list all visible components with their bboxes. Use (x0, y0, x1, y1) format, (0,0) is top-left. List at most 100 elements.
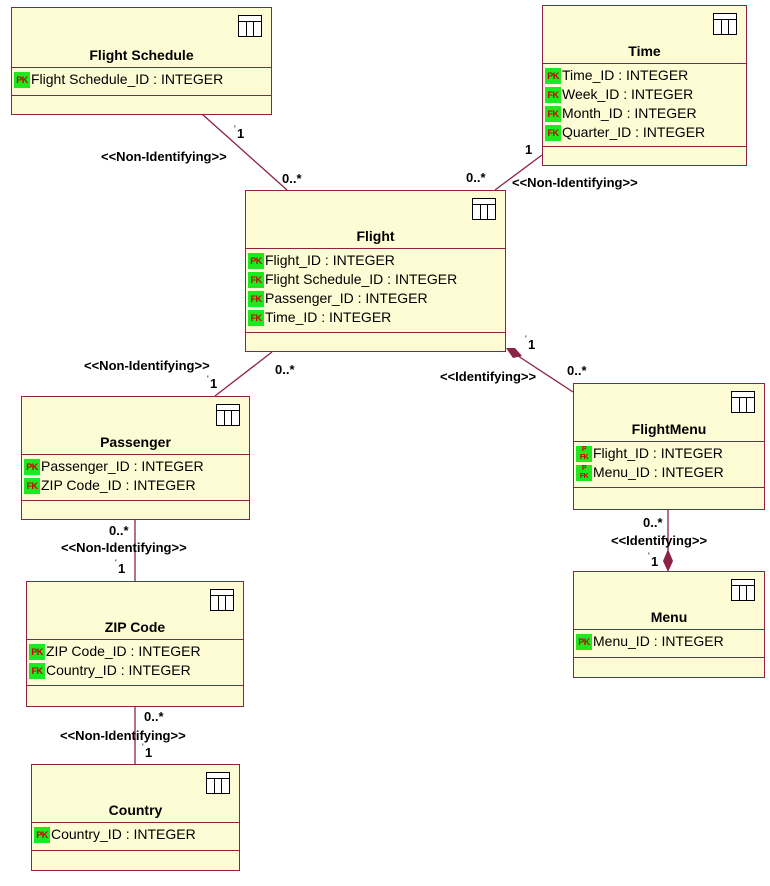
attribute-text: Time_ID : INTEGER (265, 309, 392, 325)
primary-key-icon: PK (545, 67, 561, 84)
table-icon (238, 15, 262, 37)
relationship-type-label: <<Identifying>> (440, 369, 537, 384)
tick-mark: ' (142, 742, 144, 752)
foreign-key-icon: FK (24, 477, 40, 494)
attribute-text: Month_ID : INTEGER (562, 105, 697, 121)
foreign-key-icon: FK (248, 290, 264, 307)
relationship-type-label: <<Identifying>> (611, 533, 708, 548)
entity-title: FlightMenu (631, 421, 707, 437)
foreign-key-icon: FK (545, 105, 561, 122)
table-icon (713, 13, 737, 35)
identifying-diamond-menu (663, 549, 673, 572)
cardinality-one: 1 (237, 126, 245, 141)
attribute-text: Quarter_ID : INTEGER (562, 124, 706, 140)
tick-mark: ' (234, 124, 236, 134)
cardinality-one: 1 (651, 554, 659, 569)
primary-key-icon: PK (29, 643, 45, 660)
entity-title: Menu (650, 609, 688, 625)
table-icon (210, 589, 234, 611)
attribute-row: PK Flight Schedule_ID : INTEGER (14, 70, 271, 89)
cardinality-many: 0..* (282, 171, 302, 186)
cardinality-one: 1 (210, 376, 218, 391)
table-icon (731, 391, 755, 413)
relationship-type-label: <<Non-Identifying>> (60, 728, 186, 743)
entity-title: Country (108, 802, 163, 818)
attribute-text: Menu_ID : INTEGER (593, 464, 724, 480)
line-flight-flightmenu (508, 349, 574, 393)
line-passenger-flight (214, 351, 273, 397)
cardinality-one: 1 (528, 337, 536, 352)
cardinality-many: 0..* (109, 523, 129, 538)
attribute-text: Flight_ID : INTEGER (265, 252, 395, 268)
attribute-text: Flight_ID : INTEGER (593, 445, 723, 461)
primary-key-icon: PK (576, 633, 592, 650)
attribute-list: PK Flight Schedule_ID : INTEGER (12, 68, 271, 96)
table-icon (206, 772, 230, 794)
primary-key-icon: PK (14, 71, 30, 88)
relationship-type-label: <<Non-Identifying>> (84, 358, 210, 373)
cardinality-many: 0..* (567, 363, 587, 378)
relationship-type-label: <<Non-Identifying>> (512, 175, 638, 190)
tick-mark: ' (648, 551, 650, 561)
cardinality-one: 1 (118, 561, 126, 576)
foreign-key-icon: FK (545, 124, 561, 141)
attribute-text: ZIP Code_ID : INTEGER (46, 643, 201, 659)
cardinality-many: 0..* (466, 170, 486, 185)
tick-mark: ' (525, 334, 527, 344)
cardinality-one: 1 (145, 745, 153, 760)
attribute-text: Flight Schedule_ID : INTEGER (31, 71, 224, 87)
entity-title: Time (628, 43, 661, 59)
identifying-diamond-flight (506, 348, 522, 358)
attribute-text: Menu_ID : INTEGER (593, 633, 724, 649)
attribute-text: Passenger_ID : INTEGER (265, 290, 428, 306)
attribute-text: Week_ID : INTEGER (562, 86, 694, 102)
attribute-text: Time_ID : INTEGER (562, 67, 689, 83)
tick-mark: ' (115, 558, 117, 568)
entity-flight-schedule[interactable]: Flight Schedule PK Flight Schedule_ID : … (11, 7, 272, 115)
attribute-text: Passenger_ID : INTEGER (41, 458, 204, 474)
table-icon (731, 579, 755, 601)
primary-key-icon: PK (248, 252, 264, 269)
attribute-text: Flight Schedule_ID : INTEGER (265, 271, 458, 287)
relationship-type-label: <<Non-Identifying>> (101, 149, 227, 164)
table-icon (472, 198, 496, 220)
foreign-key-icon: FK (29, 662, 45, 679)
foreign-key-icon: FK (248, 271, 264, 288)
table-icon (216, 404, 240, 426)
primary-key-icon: PK (34, 826, 50, 843)
entity-title: Passenger (100, 434, 171, 450)
cardinality-many: 0..* (643, 515, 663, 530)
line-schedule-flight (201, 113, 288, 191)
entity-title: ZIP Code (104, 619, 166, 635)
cardinality-one: 1 (525, 142, 533, 157)
